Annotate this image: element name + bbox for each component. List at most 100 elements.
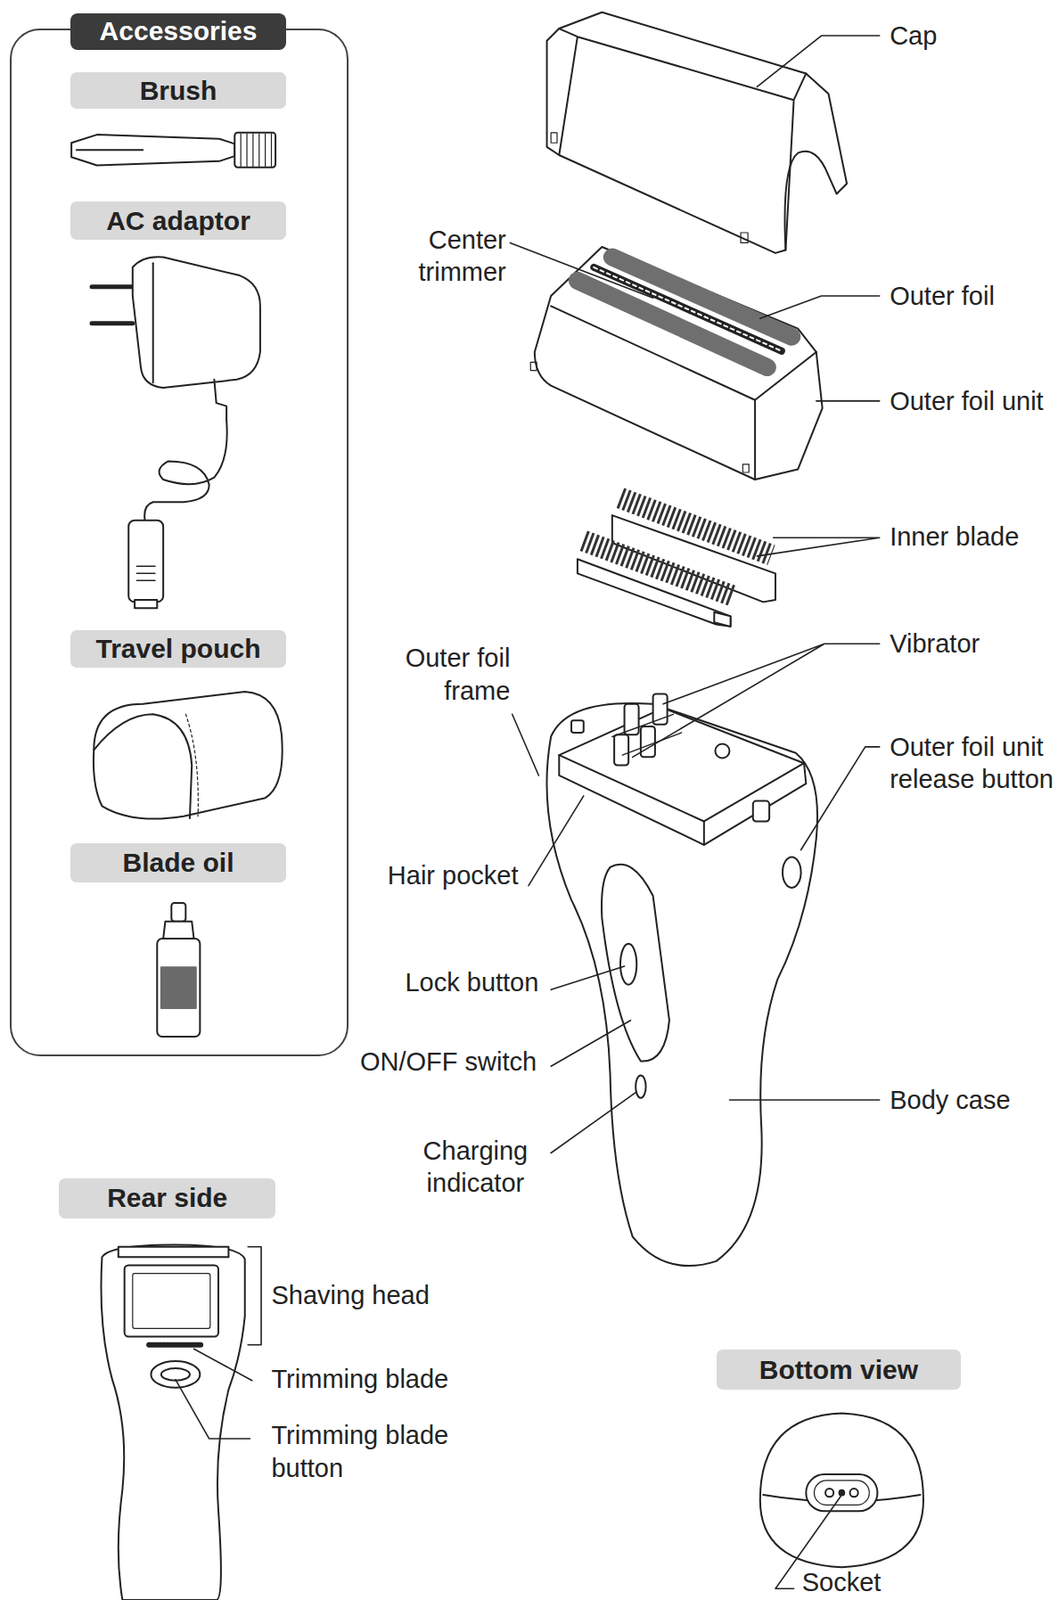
outer-foil-unit-drawing [593, 267, 782, 352]
part-label: Center trimmer [383, 223, 506, 289]
ac-adaptor-drawing [136, 565, 156, 581]
ac-adaptor-drawing [213, 379, 227, 421]
outer-foil-unit-drawing [530, 361, 537, 370]
shaver-body-drawing [653, 693, 668, 724]
shaver-body-drawing [614, 734, 629, 765]
leader-line [816, 400, 880, 402]
rear-side-drawing [161, 1368, 190, 1381]
part-label: Outer foil unit [889, 385, 1058, 419]
part-label: Outer foil [889, 279, 1053, 313]
part-label: Hair pocket [314, 859, 519, 893]
outer-foil-unit-drawing [577, 280, 768, 368]
shaver-body-drawing [714, 743, 730, 758]
section-band: AC adaptor [70, 201, 288, 239]
leader-line [756, 35, 879, 87]
cap-drawing [558, 28, 806, 250]
cap-drawing [547, 12, 848, 254]
bottom-view-drawing [850, 1488, 859, 1497]
inner-blade-drawing [713, 612, 730, 627]
part-label: Vibrator [889, 627, 1053, 661]
leader-line [512, 713, 540, 776]
ac-adaptor-drawing [144, 420, 228, 521]
outer-foil-unit-drawing [534, 246, 823, 480]
rear-side-drawing [118, 1246, 230, 1257]
leader-line [801, 746, 880, 851]
section-band: Rear side [58, 1178, 276, 1219]
leader-line [756, 537, 879, 557]
shaver-body-drawing [558, 754, 806, 845]
bottom-view-drawing [825, 1488, 834, 1497]
shaver-body-drawing [571, 720, 584, 733]
leader-line [509, 242, 653, 298]
shaver-body-drawing [635, 1075, 646, 1099]
travel-pouch-drawing [93, 691, 283, 819]
inner-blade-drawing [583, 541, 733, 597]
rear-side-drawing [148, 1342, 203, 1348]
cap-drawing [740, 232, 748, 243]
part-label: Lock button [334, 966, 539, 1000]
rear-side-drawing [150, 1361, 200, 1388]
brush-drawing [76, 148, 143, 151]
part-label: Trimming blade [270, 1362, 476, 1396]
ac-adaptor-drawing [91, 256, 261, 608]
bottom-view-drawing [805, 1474, 878, 1511]
part-label: Body case [889, 1083, 1053, 1117]
leader-line [193, 1348, 252, 1380]
inner-blade-drawing [577, 498, 776, 627]
band-heading: Bottom view [759, 1354, 919, 1386]
section-band: Blade oil [70, 843, 288, 882]
shaver-body-drawing [546, 703, 818, 1266]
band-heading: AC adaptor [106, 205, 251, 237]
part-label: Socket [802, 1566, 966, 1600]
band-heading: Travel pouch [95, 633, 261, 665]
leader-line [729, 1099, 879, 1101]
part-label: Charging indicator [414, 1134, 537, 1200]
blade-oil-drawing [156, 938, 200, 1037]
blade-oil-drawing [161, 967, 197, 1009]
outer-foil-unit-drawing [593, 267, 782, 352]
cap-drawing [547, 12, 848, 254]
brush-drawing [234, 132, 276, 168]
part-label: Outer foil unit release button [889, 730, 1058, 796]
shaver-body-drawing [620, 943, 637, 985]
blade-oil-drawing [171, 902, 186, 922]
leader-line [550, 966, 624, 990]
shaver-body-drawing [753, 801, 770, 822]
part-label: Trimming blade button [270, 1418, 460, 1485]
blade-oil-drawing [163, 921, 194, 939]
section-band: Travel pouch [70, 630, 288, 668]
part-label: Cap [889, 19, 1053, 53]
section-band: Bottom view [716, 1349, 962, 1390]
bottom-view-drawing [760, 1412, 924, 1567]
part-label: Shaving head [270, 1279, 476, 1313]
rear-side-drawing [132, 1273, 211, 1329]
part-label: Outer foil frame [387, 641, 510, 707]
outer-foil-unit-drawing [612, 256, 792, 337]
panel-heading: Accessories [70, 13, 288, 50]
leader-line [550, 1020, 631, 1067]
part-label: Inner blade [889, 520, 1053, 554]
section-band: Brush [70, 72, 288, 109]
shaver-body-drawing [558, 707, 804, 821]
leader-line [175, 1379, 251, 1439]
bracket [247, 1246, 262, 1346]
band-heading: Brush [139, 75, 218, 107]
shaver-body-drawing [703, 820, 706, 845]
illustration [71, 12, 924, 1600]
ac-adaptor-drawing [132, 256, 261, 388]
inner-blade-drawing [620, 498, 771, 556]
ac-adaptor-drawing [152, 262, 155, 383]
cap-drawing [550, 132, 558, 143]
rear-side-drawing [124, 1264, 219, 1337]
bottom-view-drawing [760, 1412, 924, 1567]
ac-adaptor-drawing [91, 287, 133, 324]
band-heading: Rear side [106, 1182, 228, 1214]
travel-pouch-drawing [93, 713, 192, 819]
rear-side-drawing [100, 1245, 245, 1600]
leader-line [760, 295, 880, 319]
outer-foil-unit-drawing [742, 464, 749, 473]
brush-drawing [71, 134, 235, 165]
ac-adaptor-drawing [128, 520, 164, 603]
